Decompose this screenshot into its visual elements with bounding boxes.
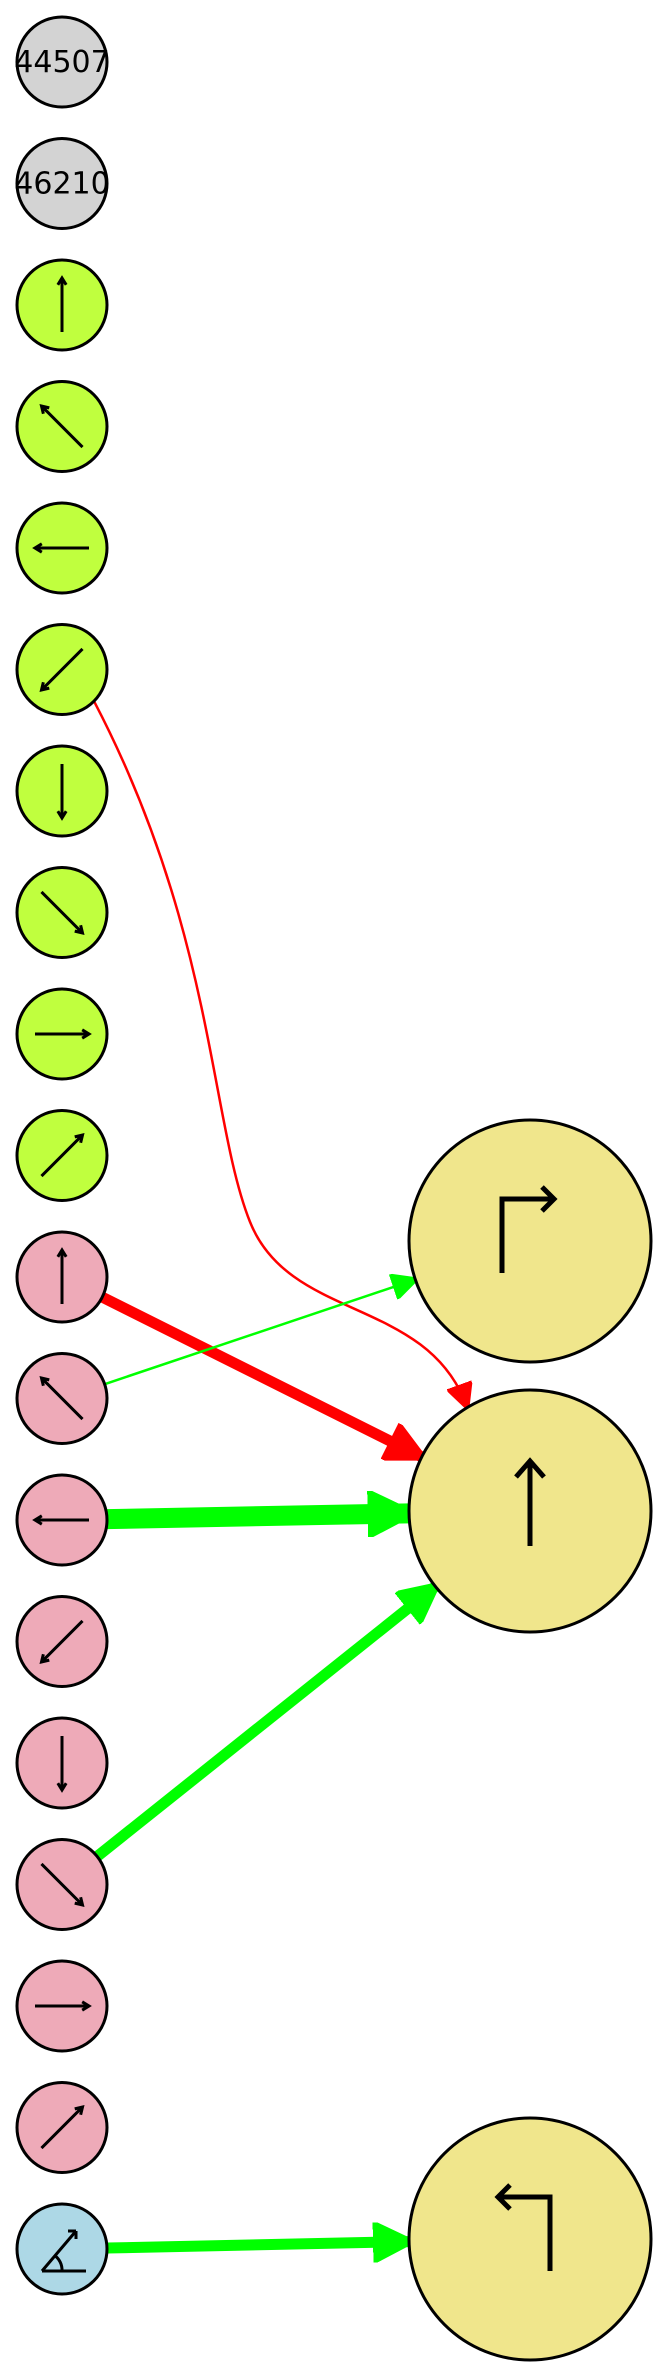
node-big-turn-left xyxy=(407,2116,653,2362)
turn-right-icon xyxy=(499,1185,558,1273)
arrow-down-right-icon xyxy=(40,890,85,936)
arrow-right-icon xyxy=(35,2000,92,2012)
node-circle xyxy=(407,2116,653,2362)
angle-icon xyxy=(40,2229,86,2273)
arrow-left-icon xyxy=(32,1514,89,1526)
edge-g-downleft-to-big-straight xyxy=(93,700,467,1407)
node-b-angle xyxy=(15,2202,109,2296)
edge-p-up-to-big-straight xyxy=(96,1291,422,1463)
node-g-right xyxy=(15,987,109,1081)
node-label: 46210 xyxy=(14,167,109,202)
node-p-downright xyxy=(15,1838,109,1931)
node-g-upright xyxy=(15,1109,109,1202)
edges-layer xyxy=(91,700,467,2248)
node-p-upright xyxy=(15,2081,109,2174)
arrow-up-left-icon xyxy=(39,403,84,449)
arrow-up-right-icon xyxy=(40,2104,85,2150)
nodes-layer: 44507 46210 xyxy=(14,15,653,2362)
arrow-down-left-icon xyxy=(39,647,84,693)
edge-p-downright-to-big-straight xyxy=(91,1580,441,1862)
node-g-up xyxy=(15,258,109,352)
arrow-down-right-icon xyxy=(40,1862,85,1908)
node-p-down xyxy=(15,1716,109,1810)
node-circle xyxy=(15,15,109,109)
arrow-up-icon xyxy=(56,1247,68,1304)
node-label: 44507 xyxy=(14,45,109,80)
node-g-down xyxy=(15,744,109,838)
node-g-left xyxy=(15,501,109,595)
arrow-left-icon xyxy=(32,542,89,554)
node-g-downright xyxy=(15,866,109,959)
node-p-upleft xyxy=(15,1352,109,1445)
node-g-upleft xyxy=(15,380,109,473)
straight-up-icon xyxy=(514,1457,546,1546)
edge-p-upleft-to-big-turn-right xyxy=(103,1280,416,1386)
node-big-straight xyxy=(407,1388,653,1634)
node-n44507: 44507 xyxy=(14,15,110,109)
turn-left-icon xyxy=(494,2183,553,2271)
arrow-up-icon xyxy=(56,275,68,332)
node-n46210: 46210 xyxy=(14,137,110,230)
node-p-right xyxy=(15,1959,109,2053)
node-p-up xyxy=(15,1230,109,1324)
edge-p-left-to-big-straight xyxy=(96,1513,420,1519)
arrow-down-icon xyxy=(56,1736,68,1793)
node-circle xyxy=(15,137,109,230)
arrow-up-left-icon xyxy=(39,1375,84,1421)
node-p-downleft xyxy=(15,1595,109,1688)
arrow-up-right-icon xyxy=(40,1132,85,1178)
node-circle xyxy=(407,1118,653,1364)
arrow-down-icon xyxy=(56,764,68,821)
node-big-turn-right xyxy=(407,1118,653,1364)
arrow-down-left-icon xyxy=(39,1619,84,1665)
node-g-downleft xyxy=(15,623,109,716)
arrow-right-icon xyxy=(35,1028,92,1040)
edge-b-angle-to-big-turn-left xyxy=(101,2242,415,2248)
node-p-left xyxy=(15,1473,109,1567)
